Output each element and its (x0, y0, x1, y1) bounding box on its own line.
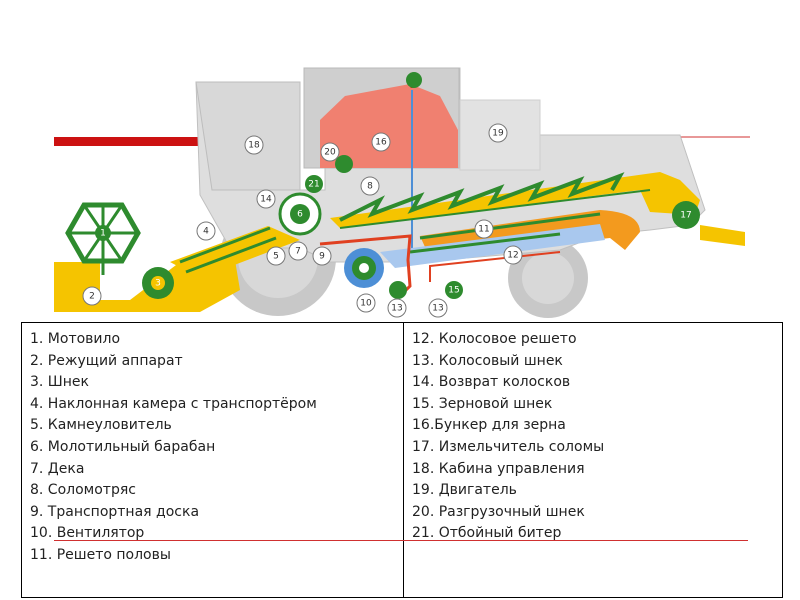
legend-item: 14. Возврат колосков (412, 372, 782, 394)
svg-text:15: 15 (448, 286, 459, 296)
svg-text:16: 16 (375, 138, 387, 148)
legend-item: 8. Соломотряс (30, 480, 403, 502)
svg-text:21: 21 (308, 180, 319, 190)
callout-1: 1 (100, 229, 106, 239)
legend-item: 21. Отбойный битер (412, 523, 782, 545)
svg-text:5: 5 (273, 252, 279, 262)
legend-right-column: 12. Колосовое решето 13. Колосовый шнек … (404, 323, 782, 597)
legend-left-column: 1. Мотовило 2. Режущий аппарат 3. Шнек 4… (22, 323, 404, 597)
callout-15: 15 (448, 286, 459, 296)
legend-item: 5. Камнеуловитель (30, 415, 403, 437)
svg-text:8: 8 (367, 182, 373, 192)
svg-text:19: 19 (492, 129, 504, 139)
legend-item: 3. Шнек (30, 372, 403, 394)
callout-3: 3 (155, 279, 161, 289)
legend-item: 4. Наклонная камера с транспортёром (30, 394, 403, 416)
svg-text:18: 18 (248, 141, 260, 151)
combine-harvester-diagram: 1 2 3 4 5 6 7 8 9 10 11 12 13 13 14 15 1… (0, 0, 800, 320)
callout-14: 14 (257, 190, 275, 208)
cleaning-fan (344, 248, 384, 288)
svg-text:9: 9 (319, 252, 325, 262)
callout-7: 7 (289, 242, 307, 260)
svg-text:13: 13 (391, 304, 402, 314)
legend-item: 2. Режущий аппарат (30, 351, 403, 373)
callout-18: 18 (245, 136, 263, 154)
legend-item: 10. Вентилятор (30, 523, 403, 545)
tailings-auger (389, 281, 407, 299)
svg-text:14: 14 (260, 195, 272, 205)
legend-item: 13. Колосовый шнек (412, 351, 782, 373)
red-underline-rule (54, 540, 748, 541)
svg-text:13: 13 (432, 304, 443, 314)
legend-item: 12. Колосовое решето (412, 329, 782, 351)
callout-11: 11 (475, 220, 493, 238)
legend-item: 1. Мотовило (30, 329, 403, 351)
legend-item: 19. Двигатель (412, 480, 782, 502)
legend-table: 1. Мотовило 2. Режущий аппарат 3. Шнек 4… (21, 322, 783, 598)
legend-item: 18. Кабина управления (412, 459, 782, 481)
auger-20 (335, 155, 353, 173)
legend-item: 9. Транспортная доска (30, 502, 403, 524)
straw-outlet (700, 225, 745, 246)
svg-text:3: 3 (155, 279, 161, 289)
callout-4: 4 (197, 222, 215, 240)
legend-item: 7. Дека (30, 459, 403, 481)
svg-text:17: 17 (680, 211, 691, 221)
svg-text:20: 20 (324, 148, 336, 158)
svg-text:1: 1 (100, 229, 106, 239)
callout-17: 17 (680, 211, 691, 221)
legend-item: 16.Бункер для зерна (412, 415, 782, 437)
legend-item: 15. Зерновой шнек (412, 394, 782, 416)
legend-item: 20. Разгрузочный шнек (412, 502, 782, 524)
svg-text:6: 6 (297, 210, 303, 220)
callout-19: 19 (489, 124, 507, 142)
legend-item: 17. Измельчитель соломы (412, 437, 782, 459)
legend-item: 6. Молотильный барабан (30, 437, 403, 459)
callout-6: 6 (297, 210, 303, 220)
svg-text:10: 10 (360, 299, 372, 309)
svg-text:7: 7 (295, 247, 301, 257)
red-bar (54, 137, 204, 146)
svg-text:12: 12 (507, 251, 518, 261)
svg-text:11: 11 (478, 225, 489, 235)
callout-12: 12 (504, 246, 522, 264)
callout-10: 10 (357, 294, 375, 312)
callout-9: 9 (313, 247, 331, 265)
callout-16: 16 (372, 133, 390, 151)
svg-text:2: 2 (89, 292, 95, 302)
callout-8: 8 (361, 177, 379, 195)
cab (196, 82, 300, 190)
callout-20: 20 (321, 143, 339, 161)
callout-5: 5 (267, 247, 285, 265)
callout-2: 2 (83, 287, 101, 305)
svg-text:4: 4 (203, 227, 209, 237)
callout-13a: 13 (388, 299, 406, 317)
callout-21: 21 (308, 180, 319, 190)
legend-item: 11. Решето половы (30, 545, 403, 567)
callout-13b: 13 (429, 299, 447, 317)
